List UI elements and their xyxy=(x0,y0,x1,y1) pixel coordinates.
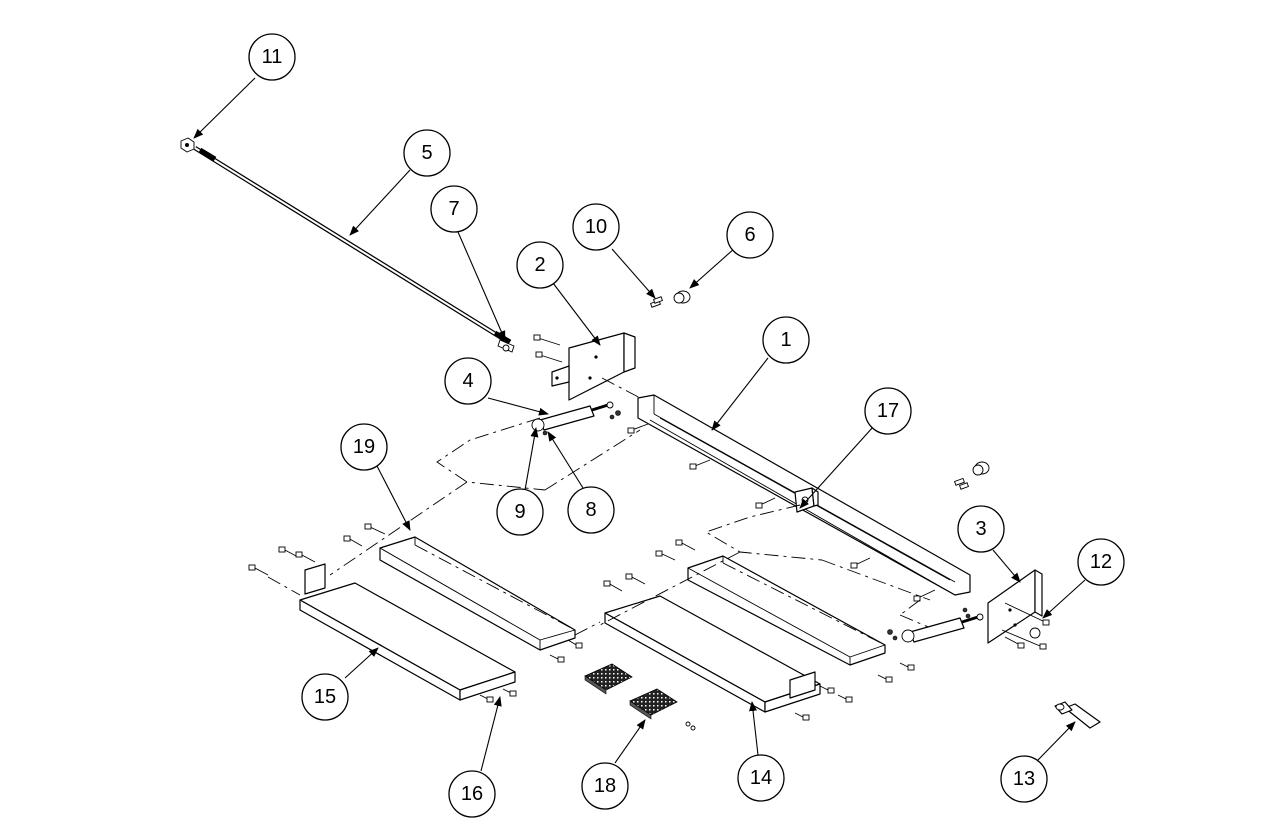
callout-5: 5 xyxy=(403,129,451,177)
callout-10-label: 10 xyxy=(585,216,607,238)
callout-17: 17 xyxy=(864,387,912,435)
callout-15: 15 xyxy=(301,673,349,721)
callout-1-label: 1 xyxy=(780,329,791,351)
callout-7-label: 7 xyxy=(448,198,459,220)
callout-6: 6 xyxy=(726,211,774,259)
callout-16-label: 16 xyxy=(461,783,483,805)
screw-part-10 xyxy=(649,296,664,308)
bracket-part-3 xyxy=(987,569,1050,650)
callout-14-label: 14 xyxy=(750,767,772,789)
callout-15-label: 15 xyxy=(314,686,336,708)
gas-spring-part-4 xyxy=(531,401,621,436)
callout-18: 18 xyxy=(581,762,629,810)
callout-4-label: 4 xyxy=(462,370,473,392)
callout-3-label: 3 xyxy=(975,518,986,540)
callout-4: 4 xyxy=(444,357,492,405)
callout-16: 16 xyxy=(448,770,496,818)
callout-6-label: 6 xyxy=(744,224,755,246)
callout-2-label: 2 xyxy=(534,254,545,276)
mesh-pads-part-18 xyxy=(584,663,696,731)
callout-19: 19 xyxy=(340,423,388,471)
callout-14: 14 xyxy=(737,754,785,802)
screw-bushing-right xyxy=(953,461,990,490)
nut-part-11 xyxy=(180,137,195,153)
callout-1: 1 xyxy=(762,316,810,364)
callout-13: 13 xyxy=(1000,755,1048,803)
callout-19-label: 19 xyxy=(353,436,375,458)
callout-17-label: 17 xyxy=(877,400,899,422)
callout-12: 12 xyxy=(1077,538,1125,586)
callout-11-label: 11 xyxy=(262,46,283,68)
callout-8: 8 xyxy=(567,486,615,534)
angle-bracket-right xyxy=(655,539,915,683)
leader-lines xyxy=(193,77,1086,772)
callout-3: 3 xyxy=(957,505,1005,553)
rod-part-5 xyxy=(193,146,512,345)
pin-part-7 xyxy=(497,339,515,353)
frame-part-1 xyxy=(627,394,971,602)
callout-12-label: 12 xyxy=(1090,551,1112,573)
step-tray-part-15 xyxy=(248,546,601,703)
callout-11: 11 xyxy=(248,33,296,81)
gas-spring-right xyxy=(887,607,984,643)
callout-18-label: 18 xyxy=(594,775,616,797)
step-tray-part-14 xyxy=(603,573,853,721)
callout-2: 2 xyxy=(516,241,564,289)
callout-10: 10 xyxy=(572,203,620,251)
handle-part-13 xyxy=(1054,701,1101,729)
assembly-lines-left xyxy=(329,417,641,576)
bracket-part-2 xyxy=(533,332,636,401)
callout-9: 9 xyxy=(496,488,544,536)
callout-7: 7 xyxy=(430,185,478,233)
angle-bracket-part-19 xyxy=(343,523,583,663)
bushing-part-6 xyxy=(673,290,691,304)
callout-9-label: 9 xyxy=(514,501,525,523)
callout-8-label: 8 xyxy=(585,499,596,521)
callout-13-label: 13 xyxy=(1013,768,1035,790)
callout-5-label: 5 xyxy=(421,142,432,164)
